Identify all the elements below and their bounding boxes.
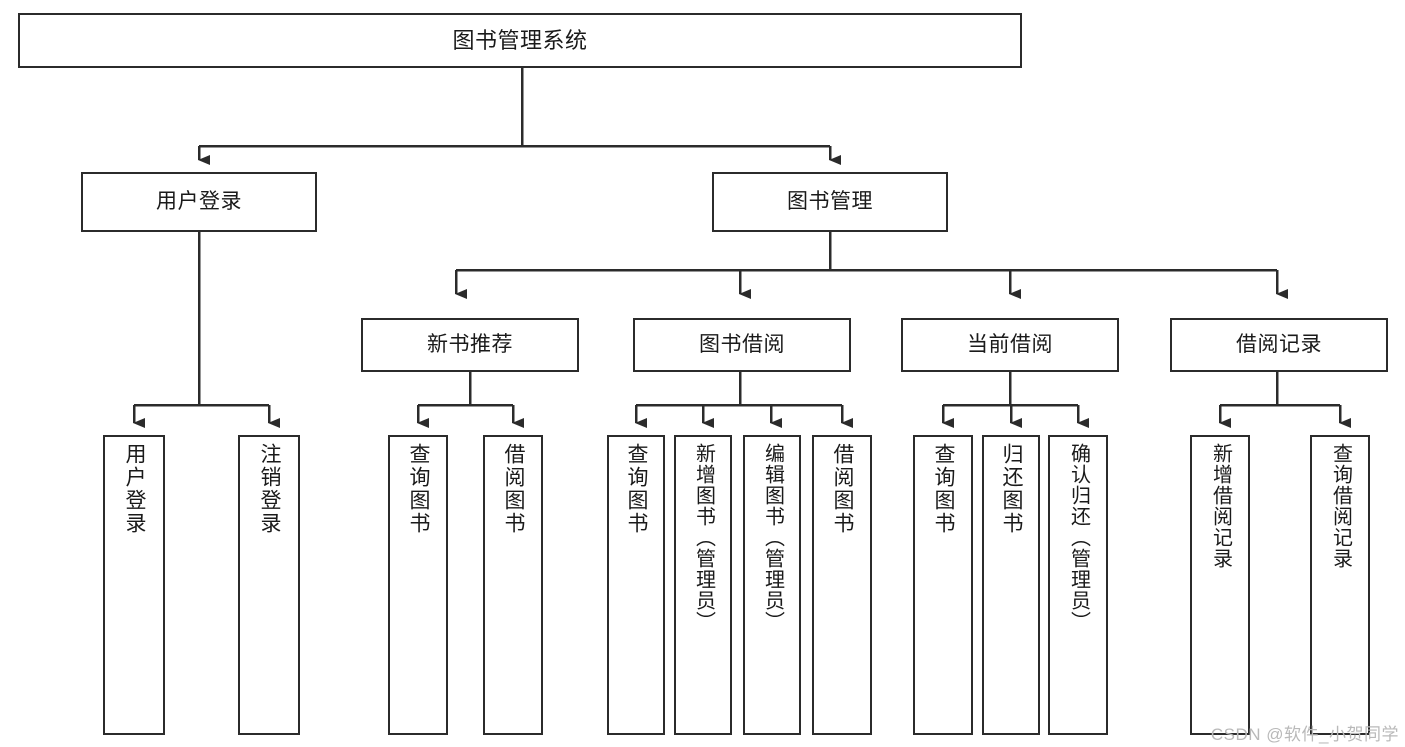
- node-current-borrow-label: 当前借阅: [967, 332, 1053, 356]
- node-leaf-edit-book-admin[interactable]: 编辑图书（管理员）: [743, 435, 801, 735]
- node-book-management[interactable]: 图书管理: [712, 172, 948, 232]
- node-new-book-recommend[interactable]: 新书推荐: [361, 318, 579, 372]
- node-leaf-query-book-3-label: 查询图书: [932, 443, 956, 535]
- node-leaf-query-borrow-record[interactable]: 查询借阅记录: [1310, 435, 1370, 735]
- node-leaf-borrow-book-2[interactable]: 借阅图书: [812, 435, 872, 735]
- node-leaf-add-book-admin-label: 新增图书（管理员）: [692, 443, 715, 632]
- node-borrow-records-label: 借阅记录: [1236, 332, 1322, 356]
- node-leaf-query-book-1[interactable]: 查询图书: [388, 435, 448, 735]
- node-current-borrow[interactable]: 当前借阅: [901, 318, 1119, 372]
- node-leaf-borrow-book-2-label: 借阅图书: [831, 443, 855, 535]
- node-user-login-label: 用户登录: [156, 189, 242, 213]
- node-leaf-user-login[interactable]: 用户登录: [103, 435, 165, 735]
- node-user-login[interactable]: 用户登录: [81, 172, 317, 232]
- node-leaf-logout[interactable]: 注销登录: [238, 435, 300, 735]
- node-leaf-borrow-book-1[interactable]: 借阅图书: [483, 435, 543, 735]
- node-book-management-label: 图书管理: [787, 189, 873, 213]
- node-leaf-return-book-label: 归还图书: [1000, 443, 1024, 535]
- node-book-borrow[interactable]: 图书借阅: [633, 318, 851, 372]
- node-root[interactable]: 图书管理系统: [18, 13, 1022, 68]
- node-leaf-add-borrow-record-label: 新增借阅记录: [1209, 443, 1232, 569]
- node-root-label: 图书管理系统: [452, 27, 588, 53]
- node-leaf-user-login-label: 用户登录: [123, 443, 147, 535]
- node-leaf-query-book-2[interactable]: 查询图书: [607, 435, 665, 735]
- node-leaf-return-book[interactable]: 归还图书: [982, 435, 1040, 735]
- node-leaf-borrow-book-1-label: 借阅图书: [502, 443, 526, 535]
- node-book-borrow-label: 图书借阅: [699, 332, 785, 356]
- node-leaf-confirm-return-admin[interactable]: 确认归还（管理员）: [1048, 435, 1108, 735]
- node-new-book-recommend-label: 新书推荐: [427, 332, 513, 356]
- node-leaf-query-book-2-label: 查询图书: [625, 443, 649, 535]
- node-leaf-edit-book-admin-label: 编辑图书（管理员）: [761, 443, 784, 632]
- node-borrow-records[interactable]: 借阅记录: [1170, 318, 1388, 372]
- node-leaf-query-book-3[interactable]: 查询图书: [913, 435, 973, 735]
- node-leaf-add-book-admin[interactable]: 新增图书（管理员）: [674, 435, 732, 735]
- node-leaf-logout-label: 注销登录: [258, 443, 282, 535]
- node-leaf-confirm-return-admin-label: 确认归还（管理员）: [1067, 443, 1090, 632]
- node-leaf-query-borrow-record-label: 查询借阅记录: [1329, 443, 1352, 569]
- node-leaf-query-book-1-label: 查询图书: [407, 443, 431, 535]
- watermark: CSDN @软件_小贺同学: [1210, 725, 1399, 744]
- node-leaf-add-borrow-record[interactable]: 新增借阅记录: [1190, 435, 1250, 735]
